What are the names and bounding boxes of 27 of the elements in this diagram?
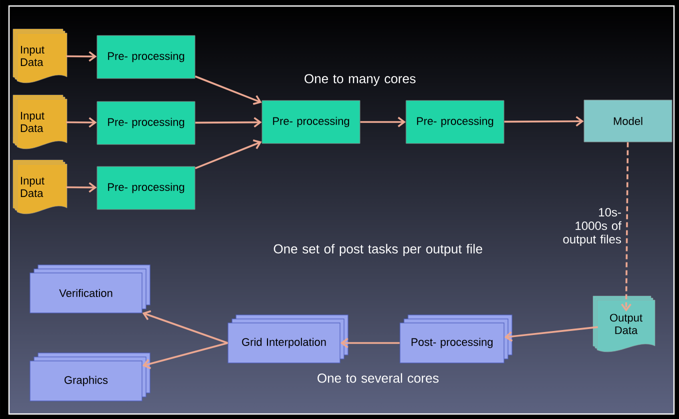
stacked-process-box: Verification	[30, 264, 150, 314]
process-box: Pre- processing	[96, 101, 196, 145]
stacked-process-box: Post- processing	[400, 314, 512, 364]
annotation-text: One to many cores	[304, 74, 416, 86]
annotation-text: One set of post tasks per output file	[274, 244, 482, 256]
arrow	[194, 76, 262, 105]
arrow	[142, 342, 228, 370]
process-box: Pre- processing	[406, 100, 504, 144]
stacked-process-box: Graphics	[30, 352, 150, 402]
process-box: Pre- processing	[96, 166, 196, 210]
process-box: Pre- processing	[96, 35, 196, 79]
annotation-text: One to several cores	[318, 373, 439, 383]
arrow	[66, 182, 97, 193]
arrow	[142, 310, 228, 344]
arrow	[195, 117, 262, 128]
stacked-process-box: Grid Interpolation	[228, 314, 348, 364]
arrow	[504, 116, 584, 126]
edge-label: 10s-1000s of output files	[563, 208, 622, 246]
arrow	[66, 117, 97, 128]
arrow	[340, 338, 400, 348]
model-box: Model	[584, 100, 672, 142]
arrow	[194, 139, 262, 170]
arrow	[360, 116, 406, 128]
process-box: Pre- processing	[262, 100, 360, 144]
arrow	[620, 142, 632, 312]
arrow	[504, 326, 598, 342]
arrow	[66, 51, 97, 62]
